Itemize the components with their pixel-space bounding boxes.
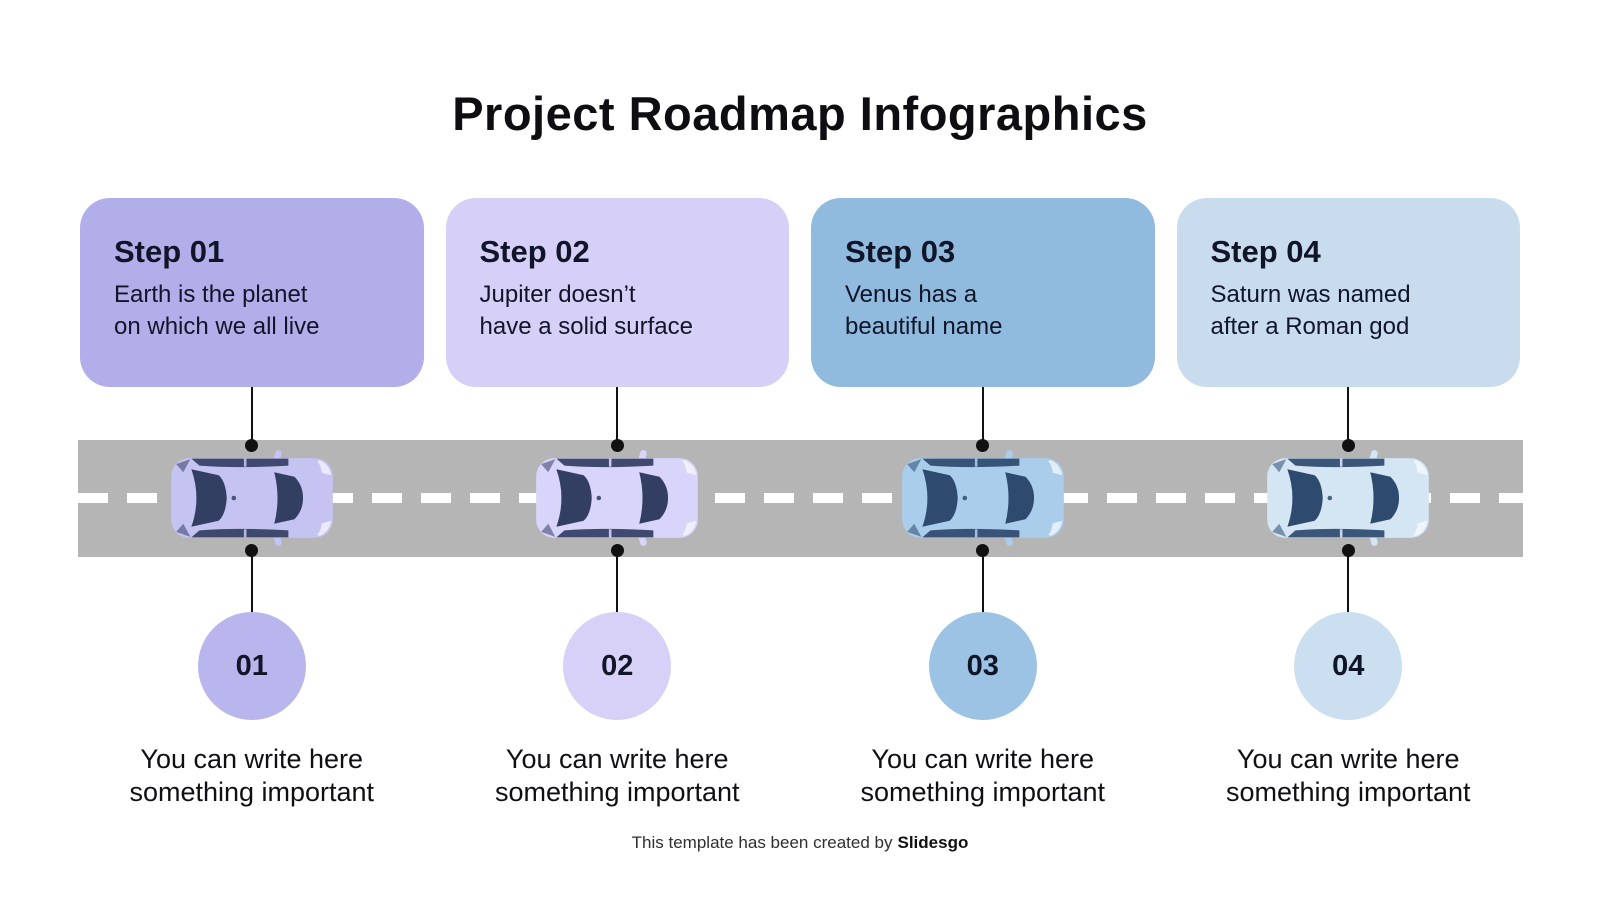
connector-dot-bottom bbox=[1341, 544, 1355, 557]
step-column-3: Step 03 Venus has a beautiful name 03 Yo… bbox=[811, 198, 1155, 858]
connector-dot-top bbox=[610, 439, 624, 452]
step-number-circle: 01 bbox=[197, 612, 306, 720]
step-number-circle: 04 bbox=[1294, 612, 1403, 720]
road-center-line bbox=[78, 493, 1523, 503]
connector-line-top bbox=[250, 387, 253, 445]
step-description: Jupiter doesn’t have a solid surface bbox=[479, 281, 693, 340]
steps-row: Step 01 Earth is the planet on which we … bbox=[80, 198, 1520, 858]
step-label: Step 03 bbox=[845, 234, 956, 269]
connector-line-bottom bbox=[981, 551, 984, 612]
step-description: Earth is the planet on which we all live bbox=[114, 281, 320, 340]
step-note: You can write here something important bbox=[129, 744, 375, 807]
connector-line-top bbox=[616, 387, 619, 445]
step-column-1: Step 01 Earth is the planet on which we … bbox=[80, 198, 424, 858]
step-description: Venus has a beautiful name bbox=[845, 281, 1003, 340]
footer-text: This template has been created by bbox=[631, 833, 893, 852]
page-title: Project Roadmap Infographics bbox=[452, 87, 1148, 140]
step-label: Step 04 bbox=[1210, 234, 1321, 269]
car-icon bbox=[170, 450, 333, 546]
step-number-circle: 02 bbox=[563, 612, 672, 720]
connector-dot-top bbox=[1341, 439, 1355, 452]
step-number: 02 bbox=[601, 649, 634, 682]
connector-dot-top bbox=[245, 439, 259, 452]
step-column-4: Step 04 Saturn was named after a Roman g… bbox=[1176, 198, 1520, 858]
step-number: 04 bbox=[1332, 649, 1365, 682]
step-column-2: Step 02 Jupiter doesn’t have a solid sur… bbox=[445, 198, 789, 858]
step-label: Step 01 bbox=[114, 234, 225, 269]
connector-line-bottom bbox=[250, 551, 253, 612]
connector-dot-top bbox=[976, 439, 990, 452]
car-icon bbox=[536, 450, 699, 546]
step-number: 03 bbox=[966, 649, 999, 682]
step-card: Step 04 Saturn was named after a Roman g… bbox=[1176, 198, 1520, 387]
step-note: You can write here something important bbox=[494, 744, 740, 807]
step-label: Step 02 bbox=[479, 234, 590, 269]
car-icon bbox=[901, 450, 1064, 546]
connector-line-bottom bbox=[616, 551, 619, 612]
connector-dot-bottom bbox=[976, 544, 990, 557]
step-card: Step 02 Jupiter doesn’t have a solid sur… bbox=[445, 198, 789, 387]
car-icon bbox=[1267, 450, 1430, 546]
step-note: You can write here something important bbox=[1225, 744, 1471, 807]
step-note: You can write here something important bbox=[860, 744, 1106, 807]
footer-brand: Slidesgo bbox=[897, 833, 969, 852]
connector-line-top bbox=[1347, 387, 1350, 445]
connector-line-bottom bbox=[1347, 551, 1350, 612]
step-card: Step 03 Venus has a beautiful name bbox=[811, 198, 1155, 387]
connector-line-top bbox=[981, 387, 984, 445]
connector-dot-bottom bbox=[245, 544, 259, 557]
step-number-circle: 03 bbox=[928, 612, 1037, 720]
step-description: Saturn was named after a Roman god bbox=[1210, 281, 1411, 340]
connector-dot-bottom bbox=[610, 544, 624, 557]
step-card: Step 01 Earth is the planet on which we … bbox=[80, 198, 424, 387]
step-number: 01 bbox=[235, 649, 268, 682]
